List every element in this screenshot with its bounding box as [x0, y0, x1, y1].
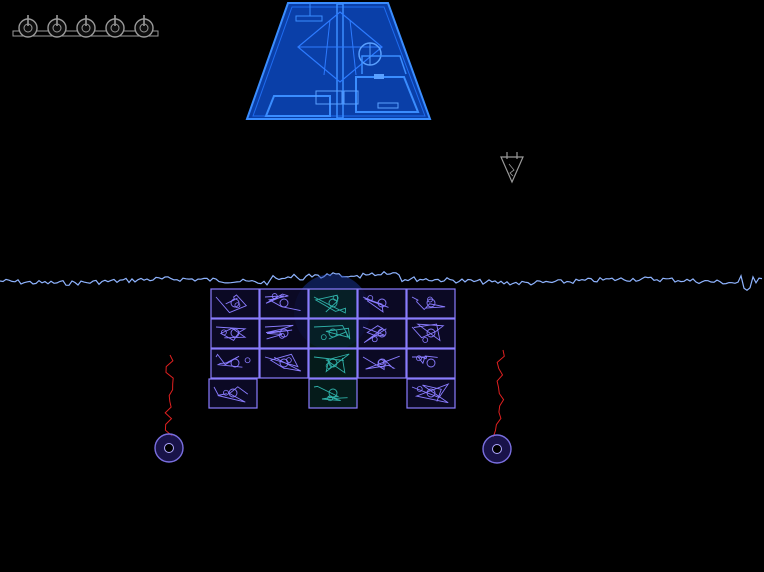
mothership-bay-upper [361, 55, 407, 75]
player-ship-icon [47, 15, 67, 38]
bunker-icon[interactable] [210, 318, 260, 349]
bunker-icon[interactable] [210, 288, 260, 319]
mothership-strut [349, 19, 357, 76]
bunker-icon[interactable] [308, 318, 358, 349]
mothership-diamond [297, 11, 383, 83]
player-ship-icon [105, 15, 125, 38]
player-ship-icon [76, 15, 96, 38]
mothership-panel [315, 90, 343, 105]
bunker-icon[interactable] [406, 318, 456, 349]
terrain-line [0, 270, 763, 291]
bunker-icon[interactable] [308, 288, 358, 319]
lives-indicator [12, 15, 159, 38]
player-ship-icon [134, 15, 154, 38]
mothership-panel [377, 102, 399, 109]
mothership-panel [295, 15, 323, 22]
player-ship[interactable] [500, 152, 524, 184]
mothership-bay-right [355, 76, 420, 113]
bunker-icon[interactable] [259, 318, 309, 349]
bunker-icon[interactable] [406, 348, 456, 379]
turret-icon[interactable] [482, 349, 512, 464]
turret-tether [492, 349, 505, 438]
mothership-trim [252, 6, 426, 117]
bunker-icon[interactable] [210, 348, 260, 379]
mothership-strut [323, 19, 331, 76]
bunker-icon[interactable] [259, 348, 309, 379]
mothership-light [374, 74, 384, 79]
bunker-icon[interactable] [208, 378, 258, 409]
mothership-mast [336, 3, 344, 119]
mothership-hull [245, 1, 432, 120]
turret-icon[interactable] [154, 354, 184, 463]
turrets [154, 349, 512, 464]
bunker-icon[interactable] [357, 288, 407, 319]
mothership-panel [343, 90, 359, 105]
bunker-icon[interactable] [406, 288, 456, 319]
mothership-bay-left [264, 95, 331, 117]
bunker-icon[interactable] [406, 378, 456, 409]
bunker-icon[interactable] [357, 348, 407, 379]
mothership [245, 1, 432, 120]
bunker-icon[interactable] [308, 348, 358, 379]
turret-tether [164, 354, 174, 437]
bunker-icon[interactable] [259, 288, 309, 319]
bunker[interactable] [208, 274, 456, 409]
player-ship-icon [18, 15, 38, 38]
bunker-icon[interactable] [357, 318, 407, 349]
player-ship-icon [500, 156, 524, 184]
bunker-icon[interactable] [308, 378, 358, 409]
